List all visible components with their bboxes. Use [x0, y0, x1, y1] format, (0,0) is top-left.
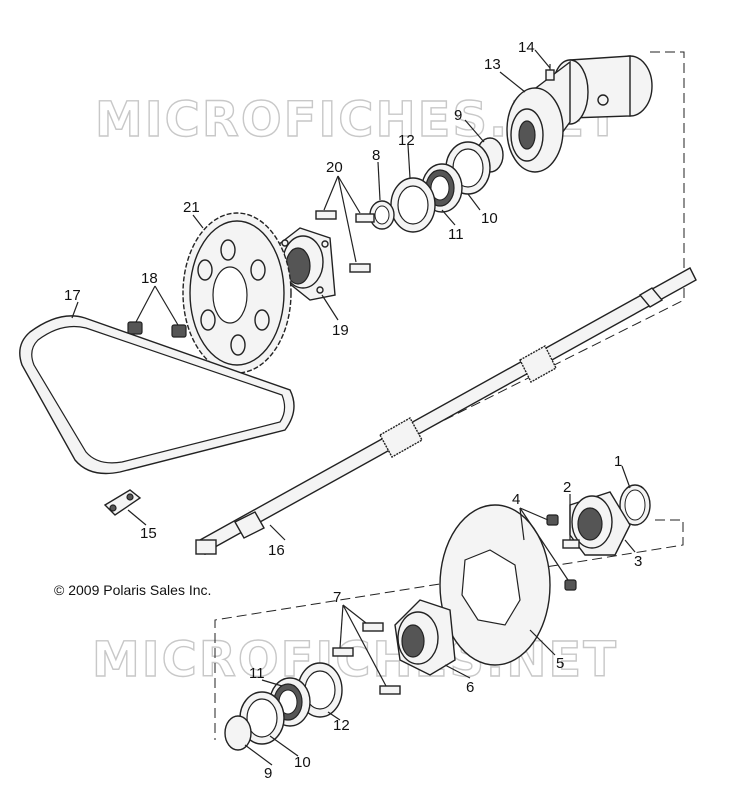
label-12-top: 12 [398, 132, 415, 149]
label-19: 19 [332, 322, 349, 339]
part-16-axle-shaft[interactable] [195, 267, 697, 555]
part-3-bearing-carrier[interactable] [569, 491, 631, 556]
label-10-top: 10 [481, 210, 498, 227]
label-8: 8 [372, 147, 380, 164]
label-4: 4 [512, 491, 520, 508]
part-12-spacer-top[interactable] [390, 177, 436, 233]
label-11-bottom: 11 [249, 665, 265, 682]
part-13-bearing-housing[interactable] [506, 55, 653, 173]
part-9-snap-ring-bottom[interactable] [224, 715, 252, 751]
label-11-top: 11 [448, 226, 464, 243]
label-3: 3 [634, 553, 642, 570]
part-21-sprocket[interactable] [182, 212, 292, 374]
part-17-drive-chain[interactable] [19, 315, 295, 475]
part-15-master-link[interactable] [103, 489, 142, 516]
part-6-brake-hub[interactable] [394, 599, 456, 676]
part-2-bolt[interactable] [562, 539, 580, 549]
label-14: 14 [518, 39, 535, 56]
leader-lines [71, 49, 636, 766]
copyright-text: © 2009 Polaris Sales Inc. [54, 582, 211, 598]
part-20-bolts[interactable] [315, 210, 375, 273]
label-10-bottom: 10 [294, 754, 311, 771]
part-19-flange-hub[interactable] [277, 227, 336, 301]
label-21: 21 [183, 199, 200, 216]
watermark-bottom: MICROFICHES.NET [92, 632, 618, 688]
label-6: 6 [466, 679, 474, 696]
part-10-seal-bottom[interactable] [239, 691, 285, 745]
label-12-bottom: 12 [333, 717, 350, 734]
part-5-brake-disc[interactable] [439, 504, 551, 666]
part-7-bolts[interactable] [332, 622, 401, 695]
label-18: 18 [141, 270, 158, 287]
label-1: 1 [614, 453, 622, 470]
label-17: 17 [64, 287, 81, 304]
part-1-snap-ring-right[interactable] [619, 484, 651, 526]
assembly-dashed-lines [204, 51, 685, 740]
label-20: 20 [326, 159, 343, 176]
label-9-top: 9 [454, 107, 462, 124]
label-13: 13 [484, 56, 501, 73]
label-7: 7 [333, 589, 341, 606]
part-14-grease-fitting[interactable] [545, 64, 555, 81]
label-16: 16 [268, 542, 285, 559]
label-15: 15 [140, 525, 157, 542]
label-2: 2 [563, 479, 571, 496]
callout-labels: 14 13 9 12 8 20 10 11 21 19 18 17 15 16 … [64, 39, 642, 782]
label-5: 5 [556, 655, 564, 672]
part-8-o-ring[interactable] [369, 200, 395, 230]
label-9-bottom: 9 [264, 765, 272, 782]
